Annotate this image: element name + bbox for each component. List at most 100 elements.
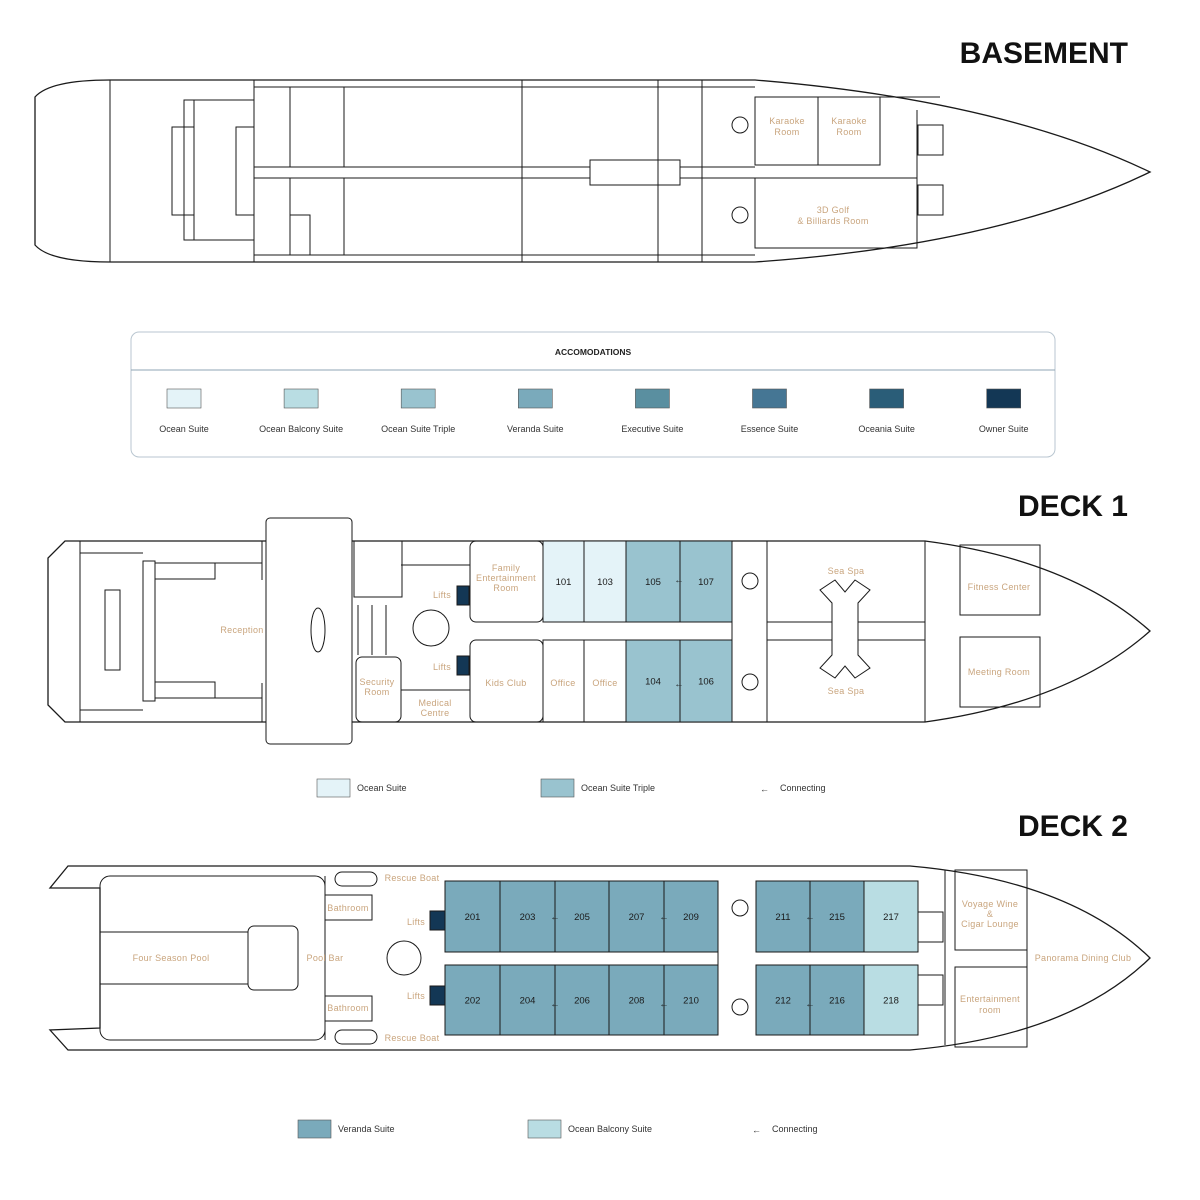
lift-icon <box>429 910 446 931</box>
legend-label: Connecting <box>780 783 826 793</box>
connecting-arrow-icon: ← <box>805 999 815 1010</box>
cabin-number: 103 <box>597 577 613 588</box>
cabin-number: 202 <box>465 996 481 1007</box>
legend-label: Executive Suite <box>621 424 683 434</box>
legend-swatch <box>986 388 1022 409</box>
legend-swatch <box>869 388 904 409</box>
meeting-room-label: Meeting Room <box>968 667 1030 677</box>
cabin-201[interactable]: 201 <box>444 880 501 953</box>
cabin-fill[interactable] <box>499 880 556 953</box>
cabin-number: 211 <box>775 912 790 923</box>
legend-swatch <box>517 388 553 409</box>
basement-hull <box>34 79 1152 263</box>
connecting-arrow-icon: ← <box>659 999 669 1010</box>
cabin-205[interactable]: 205 <box>554 880 610 953</box>
cabin-number: 107 <box>698 577 714 588</box>
basement-walls <box>109 80 944 262</box>
reception-label: Reception <box>220 625 263 635</box>
deck2-plan: DECK 2 Four Season Pool Pool Bar Bathroo… <box>48 810 1151 1139</box>
deck1-walls <box>79 517 1041 745</box>
sea-spa-bottom-label: Sea Spa <box>828 686 865 696</box>
legend-label: Essence Suite <box>741 424 799 434</box>
cabin-101[interactable]: 101 <box>542 540 585 623</box>
cabin-210[interactable]: 210 <box>663 964 719 1036</box>
deck2-title: DECK 2 <box>1018 810 1128 843</box>
cabin-fill[interactable] <box>679 639 733 723</box>
cabin-fill[interactable] <box>542 540 585 623</box>
cabin-218[interactable]: 218 <box>863 964 919 1036</box>
cabin-fill[interactable] <box>625 540 681 623</box>
cabin-number: 216 <box>829 996 845 1007</box>
cabin-215[interactable]: 215 <box>809 880 865 953</box>
cabin-number: 207 <box>629 912 645 923</box>
cabin-fill[interactable] <box>863 880 919 953</box>
cabin-206[interactable]: 206 <box>554 964 610 1036</box>
connecting-arrow-icon: ← <box>805 912 815 923</box>
cabin-211[interactable]: 211 <box>755 880 811 953</box>
cabin-207[interactable]: 207 <box>608 880 665 953</box>
legend-label: Veranda Suite <box>338 1124 395 1134</box>
legend-label: Oceania Suite <box>858 424 915 434</box>
cabin-105[interactable]: 105 <box>625 540 681 623</box>
cabin-208[interactable]: 208 <box>608 964 665 1036</box>
legend-swatch <box>297 1119 332 1139</box>
bathroom-bottom-label: Bathroom <box>327 1003 368 1013</box>
cabin-number: 203 <box>520 912 536 923</box>
lifts-top-label: Lifts <box>433 590 451 600</box>
cabin-fill[interactable] <box>554 880 610 953</box>
deck2-hull <box>48 865 1151 1051</box>
golf-billiards-room-label: 3D Golf& Billiards Room <box>797 205 868 226</box>
cabin-fill[interactable] <box>809 880 865 953</box>
cabin-number: 201 <box>465 912 481 923</box>
legend-label: Connecting <box>772 1124 818 1134</box>
pool-bar-label: Pool Bar <box>307 953 344 963</box>
cabin-203[interactable]: 203 <box>499 880 556 953</box>
cabin-fill[interactable] <box>755 880 811 953</box>
cabin-103[interactable]: 103 <box>583 540 627 623</box>
lift-icon <box>456 585 470 606</box>
legend-swatch <box>752 388 787 409</box>
cabin-fill[interactable] <box>444 964 501 1036</box>
cabin-fill[interactable] <box>625 639 681 723</box>
cabin-104[interactable]: 104 <box>625 639 681 723</box>
cabin-202[interactable]: 202 <box>444 964 501 1036</box>
cabin-fill[interactable] <box>863 964 919 1036</box>
rescue-boat-bottom-label: Rescue Boat <box>385 1033 440 1043</box>
legend-label: Veranda Suite <box>507 424 564 434</box>
cabin-107[interactable]: 107 <box>679 540 733 623</box>
cabin-fill[interactable] <box>499 964 556 1036</box>
legend-label: Ocean Balcony Suite <box>568 1124 652 1134</box>
legend-swatch <box>166 388 202 409</box>
cabin-216[interactable]: 216 <box>809 964 865 1036</box>
cabin-217[interactable]: 217 <box>863 880 919 953</box>
cabin-number: 101 <box>556 577 572 588</box>
cabin-number: 204 <box>520 996 536 1007</box>
cabin-number: 217 <box>883 912 899 923</box>
legend-swatch <box>283 388 319 409</box>
cabin-106[interactable]: 106 <box>679 639 733 723</box>
cabin-204[interactable]: 204 <box>499 964 556 1036</box>
cabin-fill[interactable] <box>679 540 733 623</box>
cabin-fill[interactable] <box>663 880 719 953</box>
lift-icon <box>429 985 446 1006</box>
cabin-fill[interactable] <box>608 964 665 1036</box>
cabin-number: 104 <box>645 677 661 688</box>
connecting-arrow-icon: ← <box>550 999 560 1010</box>
cabin-212[interactable]: 212 <box>755 964 811 1036</box>
legend-swatch <box>540 778 575 798</box>
cabin-fill[interactable] <box>554 964 610 1036</box>
cabin-number: 208 <box>629 996 645 1007</box>
cabin-fill[interactable] <box>809 964 865 1036</box>
cabin-number: 105 <box>645 577 661 588</box>
cabin-209[interactable]: 209 <box>663 880 719 953</box>
deck1-hull <box>47 540 1151 723</box>
cabin-fill[interactable] <box>583 540 627 623</box>
cabin-fill[interactable] <box>663 964 719 1036</box>
connecting-arrow-icon: ← <box>659 912 669 923</box>
cabin-fill[interactable] <box>608 880 665 953</box>
